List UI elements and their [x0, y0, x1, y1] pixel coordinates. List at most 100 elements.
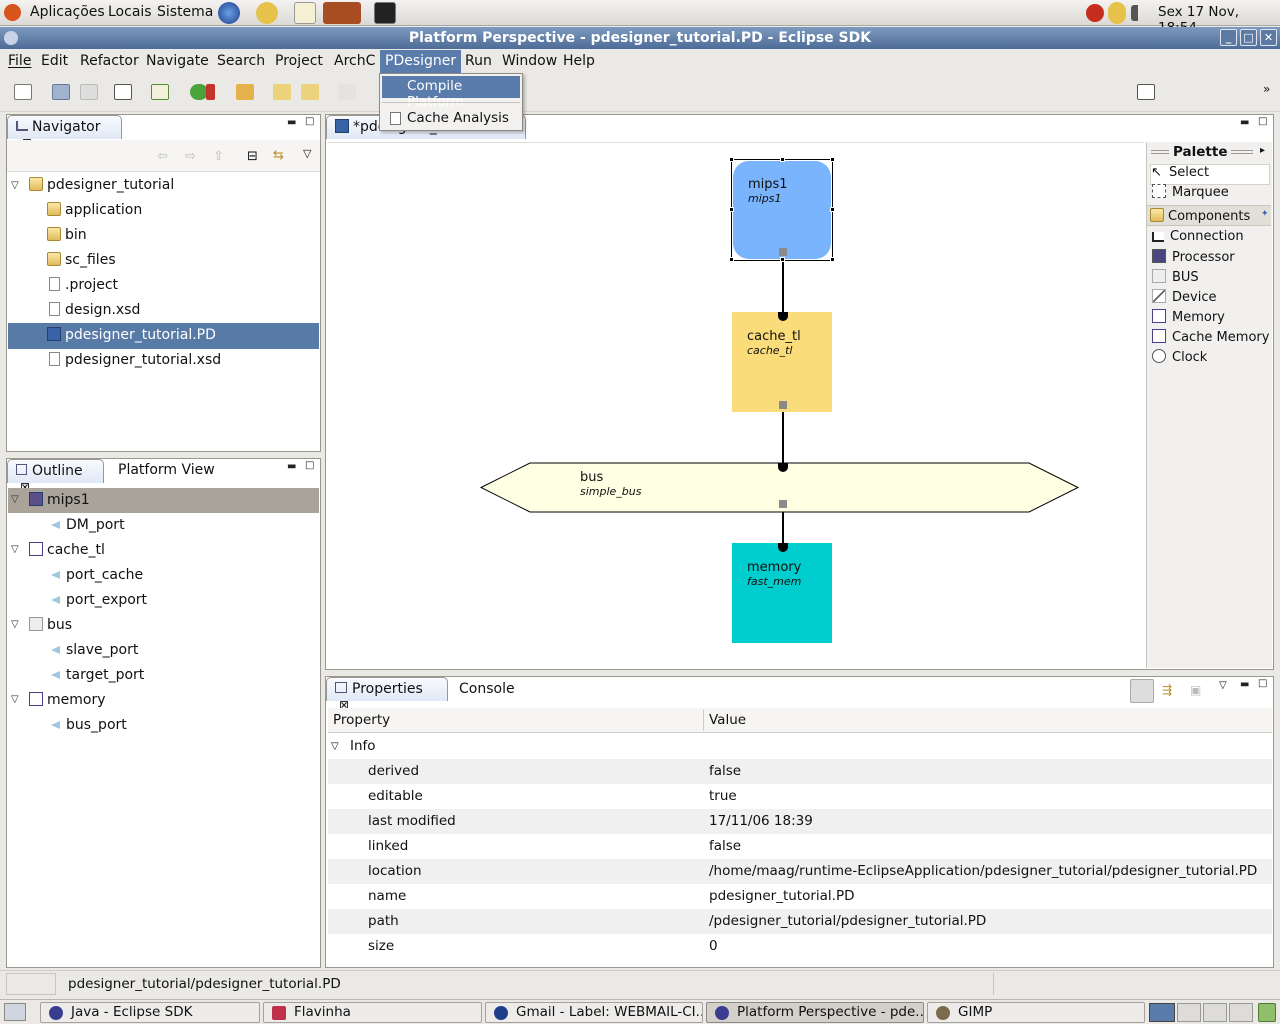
outline-node-cache-tl[interactable]: cache_tl: [29, 538, 105, 563]
property-row[interactable]: location/home/maag/runtime-EclipseApplic…: [328, 859, 1272, 884]
bus-shape[interactable]: [480, 462, 1080, 514]
back-icon[interactable]: [301, 84, 319, 100]
nav-back-icon[interactable]: ⇦: [157, 149, 168, 164]
show-advanced-icon[interactable]: ⇶: [1162, 683, 1173, 697]
palette-memory[interactable]: Memory: [1150, 309, 1225, 329]
outline-node-memory[interactable]: memory: [29, 688, 106, 713]
outline-port[interactable]: DM_port: [51, 513, 125, 538]
expand-toggle-icon[interactable]: ▽: [11, 694, 19, 705]
tab-console[interactable]: Console: [459, 681, 515, 697]
property-row[interactable]: path/pdesigner_tutorial/pdesigner_tutori…: [328, 909, 1272, 934]
navigator-maximize-icon[interactable]: □: [305, 116, 315, 127]
properties-maximize-icon[interactable]: □: [1258, 678, 1268, 689]
palette-processor[interactable]: Processor: [1150, 249, 1235, 269]
palette-cache-memory[interactable]: Cache Memory: [1150, 329, 1269, 349]
task-gimp[interactable]: GIMP: [927, 1002, 1145, 1023]
tree-item-folder[interactable]: bin: [47, 223, 87, 248]
compile-platform-item[interactable]: Compile Platform: [382, 76, 520, 110]
menu-file[interactable]: File: [8, 53, 32, 69]
window-titlebar[interactable]: Platform Perspective - pdesigner_tutoria…: [0, 27, 1280, 49]
restore-default-icon[interactable]: ▣: [1190, 683, 1202, 697]
cache-block-cache-tl[interactable]: cache_tl cache_tl: [732, 312, 832, 412]
outline-port[interactable]: target_port: [51, 663, 144, 688]
run-dropdown-icon[interactable]: [206, 84, 215, 100]
window-menu-icon[interactable]: [4, 31, 18, 45]
palette-collapse-icon[interactable]: ▸: [1260, 145, 1266, 156]
text-editor-launcher-icon[interactable]: [294, 2, 316, 24]
tree-item-folder[interactable]: application: [47, 198, 142, 223]
save-icon[interactable]: [52, 84, 70, 100]
outline-port[interactable]: port_export: [51, 588, 147, 613]
outline-maximize-icon[interactable]: □: [305, 460, 315, 471]
outline-port[interactable]: slave_port: [51, 638, 138, 663]
link-with-editor-icon[interactable]: ⇆: [273, 148, 284, 163]
target-port[interactable]: [779, 500, 787, 508]
fast-view-bar[interactable]: [6, 973, 56, 995]
editor-maximize-icon[interactable]: □: [1258, 116, 1268, 127]
new-icon[interactable]: [14, 84, 32, 100]
menu-navigate[interactable]: Navigate: [146, 53, 209, 69]
palette-header[interactable]: Palette ▸: [1147, 143, 1271, 162]
tab-outline[interactable]: Outline ⊠: [7, 459, 104, 494]
palette-connection[interactable]: Connection: [1150, 229, 1244, 249]
palette-device[interactable]: Device: [1150, 289, 1216, 309]
task-gmail[interactable]: Gmail - Label: WEBMAIL-CI...: [485, 1002, 703, 1023]
trash-icon[interactable]: [1258, 1003, 1276, 1022]
tree-item-pd-file[interactable]: pdesigner_tutorial.PD: [47, 323, 216, 348]
properties-minimize-icon[interactable]: ▬: [1240, 679, 1250, 690]
minimize-window-button[interactable]: _: [1220, 29, 1237, 46]
workspace-2[interactable]: [1177, 1003, 1201, 1022]
close-outline-icon[interactable]: ⊠: [20, 480, 31, 494]
pin-drawer-icon[interactable]: ✦: [1261, 209, 1269, 219]
column-property[interactable]: Property: [333, 712, 391, 728]
navigator-minimize-icon[interactable]: ▬: [287, 117, 297, 128]
resize-handle[interactable]: [830, 207, 835, 212]
menu-run[interactable]: Run: [465, 53, 492, 69]
menu-refactor[interactable]: Refactor: [80, 53, 139, 69]
outline-port[interactable]: port_cache: [51, 563, 143, 588]
gnome-foot-icon[interactable]: [4, 4, 21, 21]
tab-navigator[interactable]: Navigator ⊠: [7, 115, 122, 150]
bus-port-connector[interactable]: [778, 543, 788, 552]
tab-properties[interactable]: Properties ⊠: [326, 677, 448, 712]
notification-icon[interactable]: [1086, 4, 1104, 22]
port-export[interactable]: [779, 401, 787, 409]
outline-node-bus[interactable]: bus: [29, 613, 72, 638]
maximize-window-button[interactable]: □: [1240, 29, 1257, 46]
palette-marquee-tool[interactable]: Marquee: [1150, 184, 1229, 204]
expand-toggle-icon[interactable]: ▽: [331, 741, 339, 752]
collapse-all-icon[interactable]: ⊟: [247, 149, 258, 164]
forward-icon[interactable]: [338, 84, 356, 100]
expand-toggle-icon[interactable]: ▽: [11, 180, 19, 191]
resize-handle[interactable]: [729, 257, 734, 262]
menu-edit[interactable]: Edit: [41, 53, 69, 69]
slave-port-connector[interactable]: [778, 463, 788, 472]
close-properties-icon[interactable]: ⊠: [339, 698, 350, 712]
tree-item-file[interactable]: pdesigner_tutorial.xsd: [49, 348, 221, 373]
cache-analysis-item[interactable]: Cache Analysis: [382, 108, 520, 130]
tree-item-file[interactable]: design.xsd: [49, 298, 140, 323]
menu-applications[interactable]: Aplicações: [30, 4, 105, 20]
column-value[interactable]: Value: [709, 712, 747, 728]
palette-select-tool[interactable]: ↖Select: [1150, 164, 1270, 185]
terminal-launcher-icon[interactable]: [374, 2, 396, 24]
tab-platform-view[interactable]: Platform View: [118, 462, 215, 478]
binary-icon[interactable]: [114, 84, 132, 100]
menu-help[interactable]: Help: [563, 53, 595, 69]
palette-bus[interactable]: BUS: [1150, 269, 1199, 289]
volume-icon[interactable]: [1131, 5, 1149, 21]
column-divider[interactable]: [703, 710, 704, 731]
resize-handle[interactable]: [830, 157, 835, 162]
palette-clock[interactable]: Clock: [1150, 349, 1207, 369]
category-row[interactable]: ▽ Info: [328, 734, 1272, 759]
task-flavinha[interactable]: Flavinha: [263, 1002, 482, 1023]
menu-window[interactable]: Window: [502, 53, 558, 69]
last-edit-icon[interactable]: [273, 84, 291, 100]
more-perspectives-icon[interactable]: »: [1263, 82, 1271, 96]
outline-node-mips1[interactable]: mips1: [29, 488, 90, 513]
expand-toggle-icon[interactable]: ▽: [11, 544, 19, 555]
